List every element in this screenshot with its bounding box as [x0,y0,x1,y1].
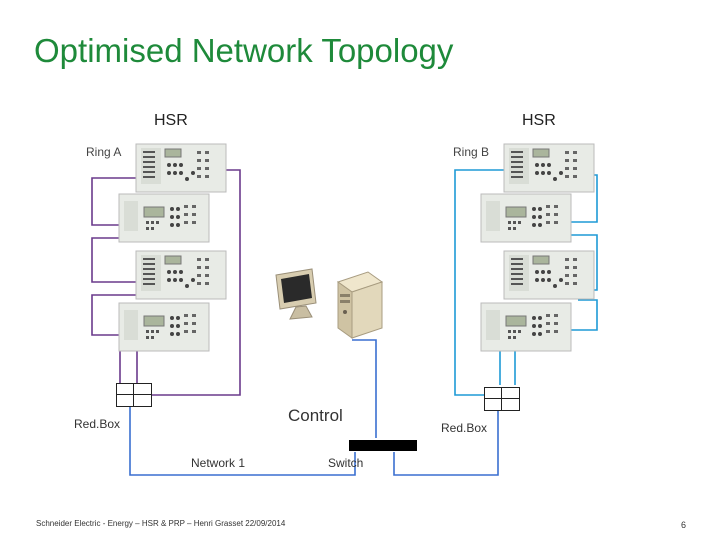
relay-device-icon [503,250,595,300]
switch-label: Switch [328,456,364,470]
relay-device-icon [480,302,572,352]
network-1-lines [129,339,499,476]
switch-device [349,440,417,451]
footer-text: Schneider Electric - Energy – HSR & PRP … [36,519,286,528]
server-tower-icon [318,268,390,340]
relay-device-icon [118,193,210,243]
hsr-label-left: HSR [154,112,188,129]
computer-monitor-icon [270,265,330,325]
control-label: Control [288,406,343,425]
relay-device-icon [480,193,572,243]
ring-b-label: Ring B [453,145,490,159]
relay-device-icon [135,250,227,300]
page-number: 6 [680,520,686,530]
slide-title: Optimised Network Topology [34,32,454,69]
redbox-left [116,383,152,407]
relay-device-icon [135,143,227,193]
ring-a-label: Ring A [86,145,122,159]
relay-device-icon [503,143,595,193]
redbox-left-label: Red.Box [74,417,121,431]
network-label: Network 1 [191,456,246,470]
redbox-right [484,387,520,411]
hsr-label-right: HSR [522,112,556,129]
relay-device-icon [118,302,210,352]
redbox-right-label: Red.Box [441,421,488,435]
